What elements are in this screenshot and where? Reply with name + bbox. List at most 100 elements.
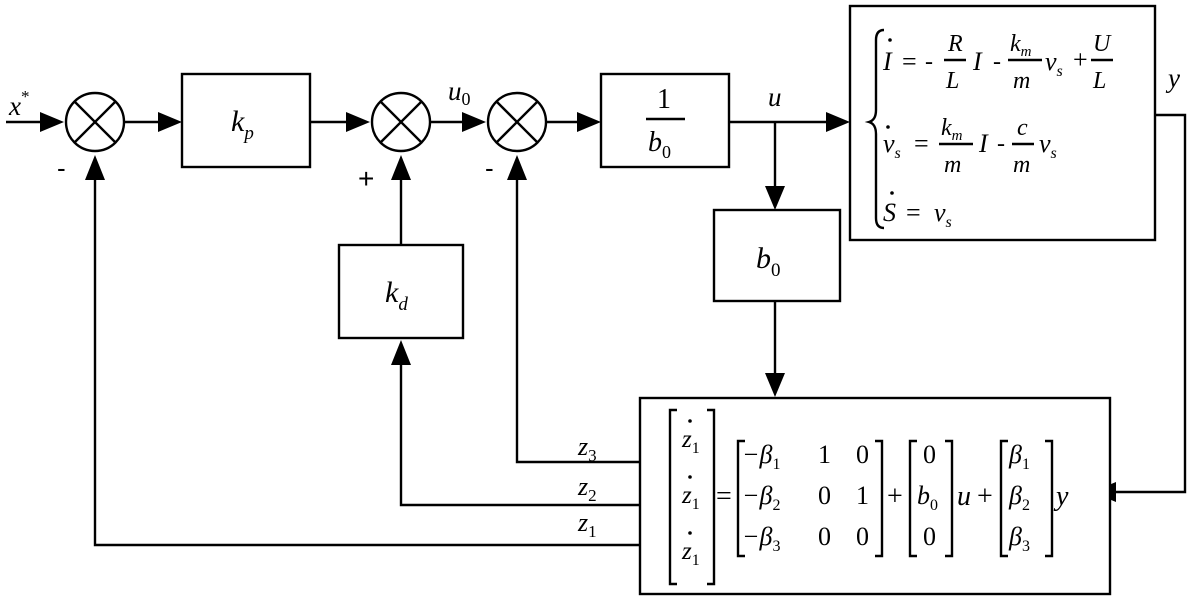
arrowhead: [391, 155, 411, 180]
svg-text:−β2: −β2: [742, 481, 781, 514]
svg-text:I: I: [882, 47, 893, 76]
b0-label: b0: [756, 242, 781, 281]
summing-junction-2: [370, 91, 432, 153]
kd-label: kd: [385, 276, 408, 315]
block-plant: [848, 4, 1157, 242]
svg-text:β2: β2: [1008, 481, 1030, 514]
arrowhead: [158, 112, 182, 132]
svg-text:I: I: [978, 129, 989, 158]
svg-text:c: c: [1017, 115, 1028, 141]
arrowhead: [346, 112, 370, 132]
svg-text:-: -: [993, 49, 1001, 75]
input-label: x*: [8, 87, 29, 121]
wires: [6, 113, 1187, 547]
arrowhead: [40, 112, 64, 132]
summing-junction-1: [64, 91, 126, 153]
b-vector-right-bracket: [945, 439, 954, 558]
block-kd: [337, 243, 465, 340]
svg-text:0: 0: [923, 440, 936, 469]
svg-text:S: S: [883, 198, 896, 227]
svg-text:0: 0: [818, 481, 831, 510]
plant-eq1: I = - R L I - km m vs + U L: [882, 31, 1113, 94]
u-label: u: [768, 82, 782, 112]
summing-junction-3: [486, 91, 548, 153]
plant-eq2: vs = km m I - c m vs: [883, 115, 1057, 178]
inv-b0-denominator: b0: [648, 127, 671, 162]
block-inv-b0: [599, 72, 731, 169]
svg-text:L: L: [1092, 68, 1106, 94]
svg-text:1: 1: [856, 481, 869, 510]
svg-text:z1: z1: [681, 482, 700, 513]
wire-y-feedback: [1110, 113, 1187, 494]
svg-text:0: 0: [856, 440, 869, 469]
z2-label: z2: [577, 472, 597, 505]
svg-text:z1: z1: [681, 426, 700, 457]
lhs-right-bracket: [707, 408, 716, 586]
svg-text:km: km: [1010, 31, 1032, 60]
y-label: y: [1165, 63, 1180, 93]
arrowhead: [765, 373, 785, 397]
svg-text:0: 0: [856, 522, 869, 551]
a-matrix-right-bracket: [875, 439, 884, 558]
observer-equation: z1 z1 z1 = −β1 1 0 −β2 0 1 −β3 0 0 + 0 b…: [668, 408, 1069, 586]
inv-b0-numerator: 1: [657, 84, 671, 115]
wire-z1: [93, 178, 640, 547]
svg-text:-: -: [997, 131, 1005, 157]
arrowhead: [577, 112, 601, 132]
plant-equations: I = - R L I - km m vs + U L vs = km m I …: [864, 28, 1113, 231]
svg-text:vs: vs: [1039, 129, 1057, 162]
svg-text:m: m: [944, 152, 961, 178]
b-vector-left-bracket: [908, 439, 917, 558]
lhs-left-bracket: [668, 408, 677, 586]
svg-text:−β1: −β1: [742, 440, 781, 473]
wire-z2: [399, 360, 640, 507]
block-b0: [712, 208, 842, 303]
block-observer: [638, 396, 1112, 596]
wire-z3: [515, 178, 640, 464]
a-matrix-left-bracket: [736, 439, 745, 558]
svg-text:=: =: [716, 481, 732, 512]
svg-text:m: m: [1013, 68, 1030, 94]
svg-text:β1: β1: [1008, 440, 1030, 473]
svg-text:+: +: [1073, 45, 1088, 74]
svg-text:b0: b0: [917, 481, 938, 514]
beta-vector-left-bracket: [999, 439, 1008, 558]
u0-label: u0: [448, 76, 471, 109]
sum2-sign: +: [358, 163, 374, 194]
svg-text:=: =: [902, 47, 917, 76]
z3-label: z3: [577, 432, 597, 465]
svg-text:−β3: −β3: [742, 522, 781, 555]
svg-text:z1: z1: [681, 538, 700, 569]
svg-text:1: 1: [818, 440, 831, 469]
svg-text:L: L: [945, 68, 959, 94]
svg-text:I: I: [972, 47, 983, 76]
svg-text:vs: vs: [883, 129, 901, 162]
svg-text:vs: vs: [934, 198, 952, 231]
svg-text:u: u: [957, 481, 971, 512]
svg-text:y: y: [1053, 481, 1069, 512]
kp-label: kp: [231, 105, 254, 144]
arrowhead: [507, 155, 527, 180]
plant-eq3: S = vs: [883, 191, 952, 231]
arrowhead: [765, 186, 785, 210]
svg-text:vs: vs: [1045, 47, 1063, 80]
svg-text:+: +: [977, 481, 993, 512]
block-kp: [180, 72, 312, 169]
svg-text:R: R: [947, 31, 963, 57]
arrowhead: [462, 112, 486, 132]
sum3-sign: -: [485, 153, 494, 183]
svg-text:+: +: [887, 481, 903, 512]
svg-text:-: -: [925, 49, 933, 75]
beta-vector-right-bracket: [1045, 439, 1054, 558]
svg-text:=: =: [914, 129, 929, 158]
arrowhead: [826, 112, 850, 132]
arrowhead: [85, 155, 105, 180]
inv-b0-fraction: 1 b0: [646, 84, 685, 162]
arrowhead: [391, 340, 411, 365]
svg-text:km: km: [941, 115, 963, 144]
svg-text:β3: β3: [1008, 522, 1030, 555]
svg-text:0: 0: [923, 522, 936, 551]
svg-text:m: m: [1013, 152, 1030, 178]
svg-text:=: =: [906, 198, 921, 227]
